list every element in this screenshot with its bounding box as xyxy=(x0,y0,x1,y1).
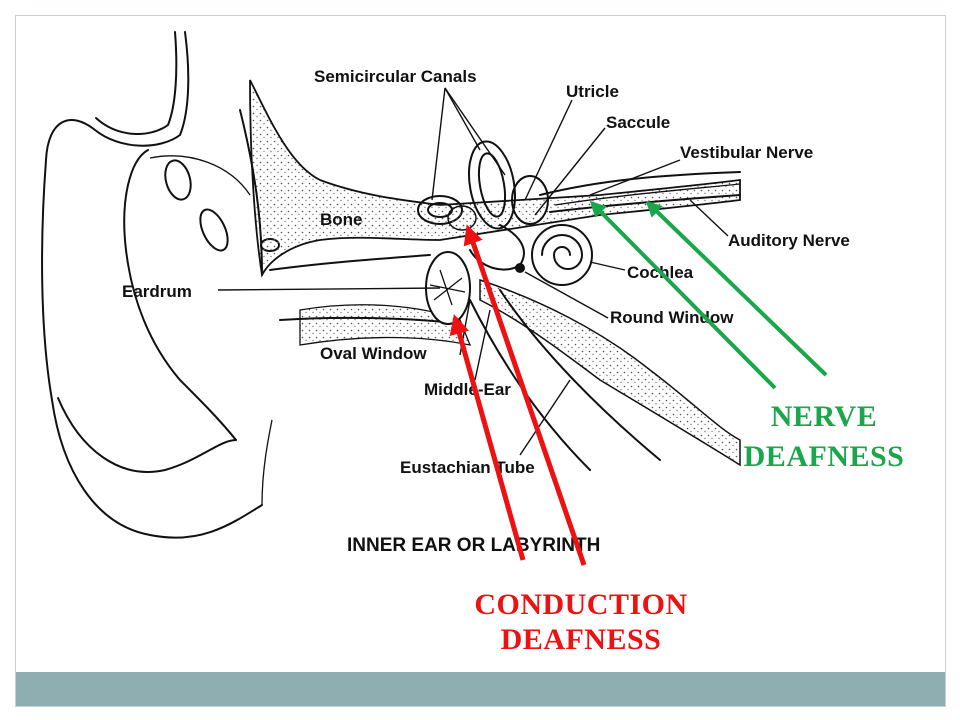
callout-conduction-line2: DEAFNESS xyxy=(501,623,662,656)
cochlea xyxy=(515,224,593,286)
callout-nerve-line2: DEAFNESS xyxy=(744,440,905,473)
callout-conduction-line1: CONDUCTION xyxy=(474,588,687,621)
diagram-title: INNER EAR OR LABYRINTH xyxy=(347,535,600,556)
label-vestibular-nerve: Vestibular Nerve xyxy=(680,143,813,162)
label-eardrum: Eardrum xyxy=(122,282,192,301)
pinna-outline xyxy=(41,31,280,539)
conduction-arrows xyxy=(449,224,587,566)
slide-frame xyxy=(15,15,946,707)
label-auditory-nerve: Auditory Nerve xyxy=(728,231,850,250)
label-bone: Bone xyxy=(320,210,363,229)
footer-bar xyxy=(16,672,945,706)
semicircular-canals xyxy=(417,140,549,271)
ear-canal xyxy=(269,251,471,325)
label-round-window: Round Window xyxy=(610,308,734,327)
label-middle-ear: Middle-Ear xyxy=(424,380,511,399)
label-utricle: Utricle xyxy=(566,82,619,101)
label-eustachian-tube: Eustachian Tube xyxy=(400,458,535,477)
callout-nerve-line1: NERVE xyxy=(771,400,877,433)
label-saccule: Saccule xyxy=(606,113,670,132)
bone-region xyxy=(239,79,741,467)
nerve-arrows xyxy=(589,200,828,390)
label-oval-window: Oval Window xyxy=(320,344,427,363)
label-semicircular-canals: Semicircular Canals xyxy=(314,67,477,86)
